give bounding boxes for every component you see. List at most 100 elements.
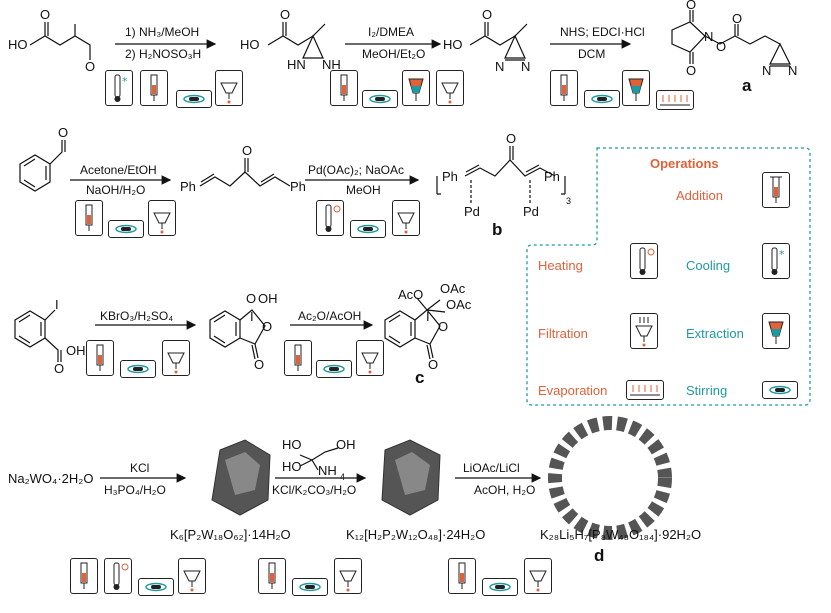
funnel-filter-icon [162,340,190,376]
thermometer-heat-icon [630,243,658,279]
panel-label-b: b [492,220,503,239]
legend-label-stirring: Stirring [686,383,728,398]
atom-label: N [495,59,505,74]
stir-bar-icon [138,578,174,596]
syringe-icon [762,172,790,208]
thermometer-heat-icon [316,200,344,236]
atom-label: NH [318,463,337,478]
atom-label: I [426,309,430,324]
atom-label: O [242,143,253,158]
panel-label-d: d [594,546,605,565]
funnel-filter-icon [630,313,658,349]
atom-label: O [54,361,65,376]
syringe-icon [140,70,168,106]
funnel-filter-icon [392,200,420,236]
start-material: Na₂WO₄·2H₂O [8,471,94,486]
atom-label: O [686,0,697,12]
panel-label-a: a [742,76,752,95]
reagents-b2-line2: MeOH [346,183,381,197]
atom-label: O [40,7,51,22]
reagents-c2: Ac₂O/AcOH [298,309,362,323]
atom-label: OH [336,437,356,452]
separatory-funnel-icon [762,313,790,349]
atom-label: HN [287,57,306,72]
reagents-d3-line2: AcOH, H₂O [474,483,536,497]
atom-label: O [262,319,273,334]
thermometer-heat-icon [104,558,132,594]
stir-bar-icon [316,360,352,378]
stir-bar-icon [176,90,212,108]
syringe-icon [258,558,286,594]
thermometer-cool-icon: * [762,243,790,279]
reagents-a2-line2: MeOH/Et₂O [362,47,426,61]
atom-label: HO [443,37,463,52]
syringe-icon [284,340,312,376]
atom-label: O [428,357,439,372]
atom-label: OAc [440,281,466,296]
product-label-1: K₆[P₂W₁₈O₆₂]·14H₂O [170,527,291,542]
legend-label-extraction: Extraction [686,326,744,341]
atom-label: NH [322,57,341,72]
legend-label-evaporation: Evaporation [538,383,608,398]
atom-label: N [788,63,798,78]
levulinic-acid-skeleton [29,35,91,60]
stir-bar-icon [362,90,398,108]
atom-label: O [254,357,265,372]
separatory-funnel-icon [622,70,650,106]
operations-title: Operations [650,156,719,171]
funnel-filter-icon [334,558,362,594]
atom-label: N [704,29,714,44]
atom-label: O [506,131,517,146]
atom-label: O [85,59,96,74]
reagents-b1-line2: NaOH/H₂O [86,183,146,197]
atom-label: N [521,59,531,74]
pom-cluster-3 [548,416,672,540]
atom-label: O [280,7,291,22]
pom-cluster-1 [211,439,271,516]
reagents-d1-line2: H₃PO₄/H₂O [104,483,166,497]
syringe-icon [86,340,114,376]
stir-bar-icon [350,220,386,238]
product-label-2: K₁₂[H₂P₂W₁₂O₄₈]·24H₂O [346,527,486,542]
stir-bar-icon [584,90,620,108]
reagents-b2-line1: Pd(OAc)₂; NaOAc [308,163,405,177]
atom-label: HO [240,37,260,52]
stir-bar-icon [120,360,156,378]
reagents-a2-line1: I₂/DMEA [368,25,414,39]
atom-label: O [732,11,743,26]
atom-label: AcO [398,287,424,302]
thermometer-cool-icon: * [105,70,133,106]
subscript-label: 3 [566,196,572,206]
reagents-d1-line1: KCl [130,461,150,475]
funnel-filter-icon [178,558,206,594]
atom-label: N [762,63,772,78]
atom-label: O [716,39,727,54]
separatory-funnel-icon [402,70,430,106]
pom-cluster-2 [381,439,441,516]
product-label-3: K₂₈Li₅H₇[P₈W₄₈O₁₈₄]·92H₂O [540,527,702,542]
atom-label: O [246,291,257,306]
atom-label: HO [8,37,28,52]
atom-label: HO [282,459,302,474]
subscript-label: 4 [340,472,346,482]
stir-bar-icon [108,220,144,238]
syringe-icon [550,70,578,106]
funnel-filter-icon [215,70,243,106]
atom-label: OH [66,343,86,358]
funnel-filter-icon [356,340,384,376]
atom-label: Ph [180,179,196,194]
reagents-a3-line1: NHS; EDCI·HCl [560,25,645,39]
evaporation-icon [626,380,664,400]
legend-label-cooling: Cooling [686,258,731,273]
reagents-a3-line2: DCM [578,47,606,61]
legend-label-addition: Addition [676,188,723,203]
atom-label: Pd [523,204,539,219]
syringe-icon [70,558,98,594]
syringe-icon [330,70,358,106]
stir-bar-icon [482,578,518,596]
legend-label-heating: Heating [538,258,583,273]
atom-label: O [482,7,493,22]
evaporation-icon [656,90,694,110]
atom-label: O [58,125,69,140]
reagents-d2-line2: KCl/K₂CO₃/H₂O [272,483,357,497]
